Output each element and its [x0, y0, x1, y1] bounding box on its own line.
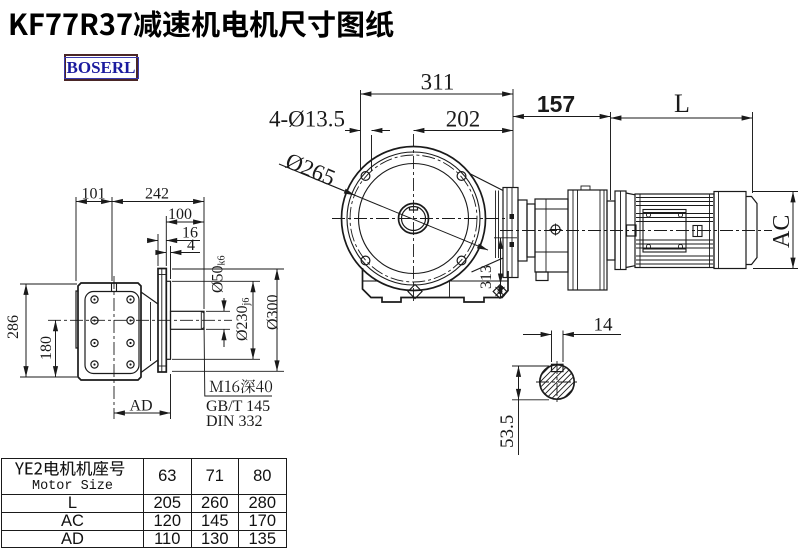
motor-size-header-en: Motor Size	[31, 478, 113, 494]
output-bell	[140, 291, 159, 373]
front-shaft-end	[397, 202, 430, 235]
dim-202-label: 202	[446, 107, 481, 132]
dim-311: 311	[360, 70, 514, 187]
table-cell: 130	[190, 529, 239, 549]
dim-101-242: 101 242	[75, 186, 205, 309]
drain-plug-bottom-icon	[407, 283, 423, 300]
gearbox-housing	[75, 282, 142, 381]
page-title	[10, 10, 394, 38]
frame-size-63: 63	[143, 458, 192, 495]
dim-bolt-holes: 4-Ø13.5	[269, 107, 390, 171]
side-view: 101 242 100 16 4 286	[5, 186, 284, 430]
tap-note-cn	[209, 379, 273, 394]
brand-logo-text: BOSERL	[66, 58, 136, 77]
bolt-circle	[349, 154, 478, 283]
dim-101-label: 101	[82, 186, 106, 203]
std-note-1: GB/T 145	[206, 398, 270, 415]
table-cell: 145	[190, 511, 239, 531]
dim-100-label: 100	[168, 206, 192, 223]
fan-cover	[746, 195, 758, 266]
table-row-AC: AC 120 145 170	[1, 511, 287, 531]
dim-242-label: 242	[145, 186, 169, 203]
frame-size-71: 71	[190, 458, 239, 495]
table-cell: 205	[143, 494, 192, 513]
dim-202: 202	[413, 107, 513, 134]
frame-size-80: 80	[238, 458, 287, 495]
table-row-L: L 205 260 280	[1, 494, 287, 513]
dim-ad: AD	[114, 374, 171, 419]
dim-180: 180	[38, 320, 59, 377]
dim-313-label: 313	[478, 265, 495, 289]
motor-size-header-cell: Motor Size	[1, 458, 144, 495]
table-cell: 280	[238, 494, 287, 513]
dim-4: 4	[155, 237, 200, 279]
row-label: AD	[1, 529, 144, 549]
dim-ad-label: AD	[129, 398, 152, 415]
dim-shaft-dia: Ø50k6	[206, 255, 230, 347]
key	[550, 363, 564, 373]
table-row-AD: AD 110 130 135	[1, 529, 287, 549]
table-cell: 170	[238, 511, 287, 531]
brand-logo: BOSERL	[63, 54, 139, 81]
bolt-holes-label: 4-Ø13.5	[269, 107, 345, 132]
motor-size-header-cn	[14, 460, 124, 476]
input-gear-stage	[517, 185, 608, 291]
dim-pilot-dia: Ø230j6	[172, 280, 260, 360]
flange-face	[340, 145, 487, 292]
dim-flange-dia-label: Ø300	[265, 294, 282, 330]
dim-16-label: 16	[182, 225, 198, 242]
dim-313: 313	[478, 237, 517, 297]
dim-157: 157	[513, 91, 611, 200]
electric-motor	[606, 190, 758, 271]
key-width-label: 14	[594, 315, 614, 336]
bolt-circle-label: Ø265	[282, 148, 339, 191]
shaft-key-section: 14 53.5	[497, 315, 621, 455]
dim-L: L	[610, 89, 753, 193]
dim-bolt-circle: Ø265	[278, 148, 489, 251]
dim-L-label: L	[674, 89, 690, 118]
tapped-hole-note: GB/T 145 DIN 332	[203, 321, 273, 430]
dim-key-height: 53.5	[497, 365, 549, 455]
dim-286-label: 286	[5, 315, 22, 339]
dim-311-label: 311	[421, 70, 455, 95]
front-view: 313 311 202 4-Ø13.5 Ø265	[269, 70, 519, 303]
dim-180-label: 180	[38, 336, 55, 360]
dim-286: 286	[5, 283, 77, 378]
input-adapter	[470, 173, 519, 279]
table-cell: 260	[190, 494, 239, 513]
output-shaft	[169, 310, 205, 330]
dim-AC: AC	[753, 191, 798, 269]
key-height-label: 53.5	[497, 415, 518, 448]
motor-size-table: Motor Size 63 71 80 L 205 260 280 AC 120…	[1, 458, 287, 549]
stator-frame	[642, 208, 687, 253]
row-label: AC	[1, 511, 144, 531]
dim-157-label: 157	[537, 91, 575, 117]
dim-flange-dia: Ø300	[172, 268, 284, 372]
motor-shaft-coupling	[625, 224, 637, 237]
dim-4-label: 4	[187, 237, 195, 254]
dim-pilot-dia-label: Ø230j6	[234, 298, 252, 341]
dim-AC-label: AC	[769, 215, 795, 248]
table-cell: 135	[238, 529, 287, 549]
motor-view: 157 L AC	[500, 89, 798, 291]
std-note-2: DIN 332	[206, 413, 262, 430]
dim-shaft-dia-label: Ø50k6	[210, 255, 228, 293]
dim-key-width: 14	[523, 315, 621, 362]
row-label: L	[1, 494, 144, 513]
dim-16: 16	[147, 225, 200, 266]
table-header-row: Motor Size 63 71 80	[1, 458, 287, 495]
table-cell: 110	[143, 529, 192, 549]
table-cell: 120	[143, 511, 192, 531]
